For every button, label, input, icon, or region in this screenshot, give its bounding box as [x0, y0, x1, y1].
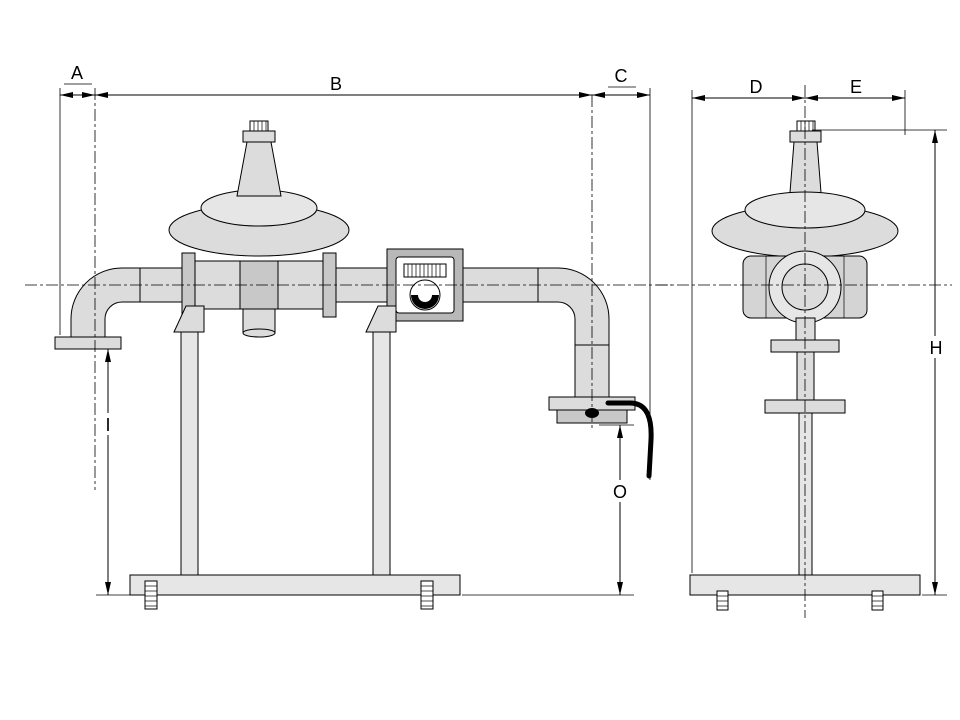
- pipe-saddle-left: [173, 305, 205, 333]
- lower-cylinder-cap: [242, 328, 276, 338]
- side-support-column: [798, 412, 813, 576]
- dim-label-a: A: [71, 63, 83, 83]
- pipe-saddle-right: [365, 305, 397, 333]
- leveling-screw-right: [420, 580, 434, 610]
- regulator-dome: [168, 120, 350, 257]
- dim-label-i: I: [105, 415, 110, 435]
- leveling-screw-left: [144, 580, 158, 610]
- meter-dial: [409, 279, 441, 311]
- dimensions: A B C D E H I O: [59, 63, 947, 596]
- label-bg-h: [926, 336, 945, 358]
- outlet-elbow-body: [537, 267, 610, 346]
- side-pipe-lower: [796, 351, 815, 401]
- side-bonnet-cap: [789, 130, 822, 143]
- base-plate-front: [129, 574, 461, 596]
- support-post-right: [372, 331, 391, 576]
- dim-label-e: E: [850, 77, 862, 97]
- label-bg-o: [610, 480, 630, 502]
- bonnet-cap: [242, 130, 276, 143]
- support-stands: [173, 305, 397, 576]
- side-body: [742, 250, 868, 324]
- side-screw-right: [871, 590, 884, 611]
- meter-register: [403, 263, 447, 278]
- dim-label-o: O: [613, 482, 627, 502]
- inlet-elbow: [54, 267, 143, 350]
- adjustment-knob: [249, 120, 269, 132]
- label-bg-i: [100, 413, 116, 435]
- inlet-flange: [54, 336, 122, 350]
- support-post-left: [180, 331, 199, 576]
- side-screw-left: [716, 590, 729, 611]
- side-knob: [796, 120, 816, 132]
- dim-label-b: B: [330, 74, 342, 94]
- inlet-elbow-body: [70, 267, 143, 338]
- dim-label-h: H: [930, 338, 943, 358]
- outlet-elbow: [537, 267, 610, 398]
- front-view: [54, 120, 654, 610]
- side-stem: [795, 317, 816, 341]
- valve-handle: [605, 400, 654, 479]
- centerlines: [25, 85, 952, 618]
- dim-label-c: C: [615, 66, 628, 86]
- outlet-valve: [548, 396, 654, 479]
- regulator-body: [194, 260, 324, 338]
- bonnet-neck: [236, 141, 282, 197]
- dim-label-d: D: [750, 77, 763, 97]
